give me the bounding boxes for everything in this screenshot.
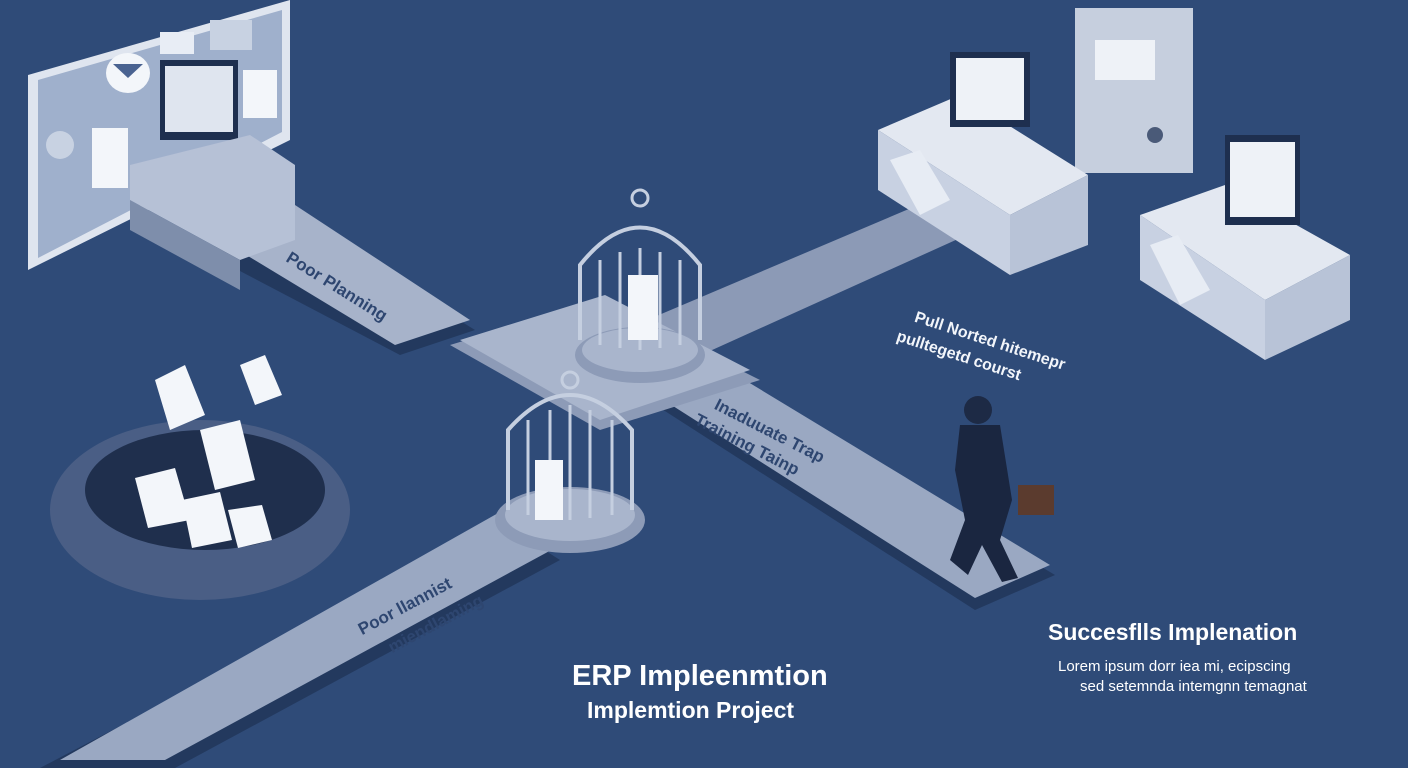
trapped-person	[628, 275, 658, 340]
lower-path	[40, 512, 560, 768]
planning-desk	[130, 135, 295, 260]
planning-station	[28, 0, 295, 290]
paper-sheet	[240, 355, 282, 405]
page-subtitle: Implemtion Project	[587, 697, 795, 723]
paper-sheet	[182, 492, 232, 548]
briefcase-icon	[1018, 485, 1054, 515]
office-chair-upper	[890, 150, 950, 215]
office-chair-lower	[1150, 235, 1210, 305]
mail-icon	[113, 64, 143, 78]
paper-sheet	[228, 505, 272, 548]
page-title: ERP Impleenmtion	[572, 660, 828, 692]
success-title: Succesflls Implenation	[1048, 619, 1298, 645]
document-icon	[92, 128, 128, 188]
bar-chart-icon	[210, 20, 252, 50]
wall-bar-chart-icon	[1095, 40, 1155, 80]
training-path	[640, 365, 1055, 610]
office-desk-lower	[1140, 135, 1350, 360]
paper-sheet	[135, 468, 190, 528]
office-desk-upper	[878, 8, 1193, 275]
message-icon	[160, 32, 194, 54]
success-body-line2: sed setemnda intemgnn temagnat	[1080, 678, 1307, 695]
success-body-line1: Lorem ipsum dorr iea mi, ecipscing	[1058, 658, 1291, 675]
trapped-person	[535, 460, 563, 520]
pie-chart-icon	[46, 131, 74, 159]
cage-lower	[495, 370, 645, 553]
paper-sheet	[155, 365, 205, 430]
cage-upper	[575, 188, 705, 383]
paper-pit	[50, 355, 350, 600]
businessman	[950, 396, 1054, 582]
panel-icon	[243, 70, 277, 118]
wall-chart-board	[1075, 8, 1193, 173]
paper-sheet	[200, 420, 255, 490]
wall-dot	[1147, 127, 1163, 143]
